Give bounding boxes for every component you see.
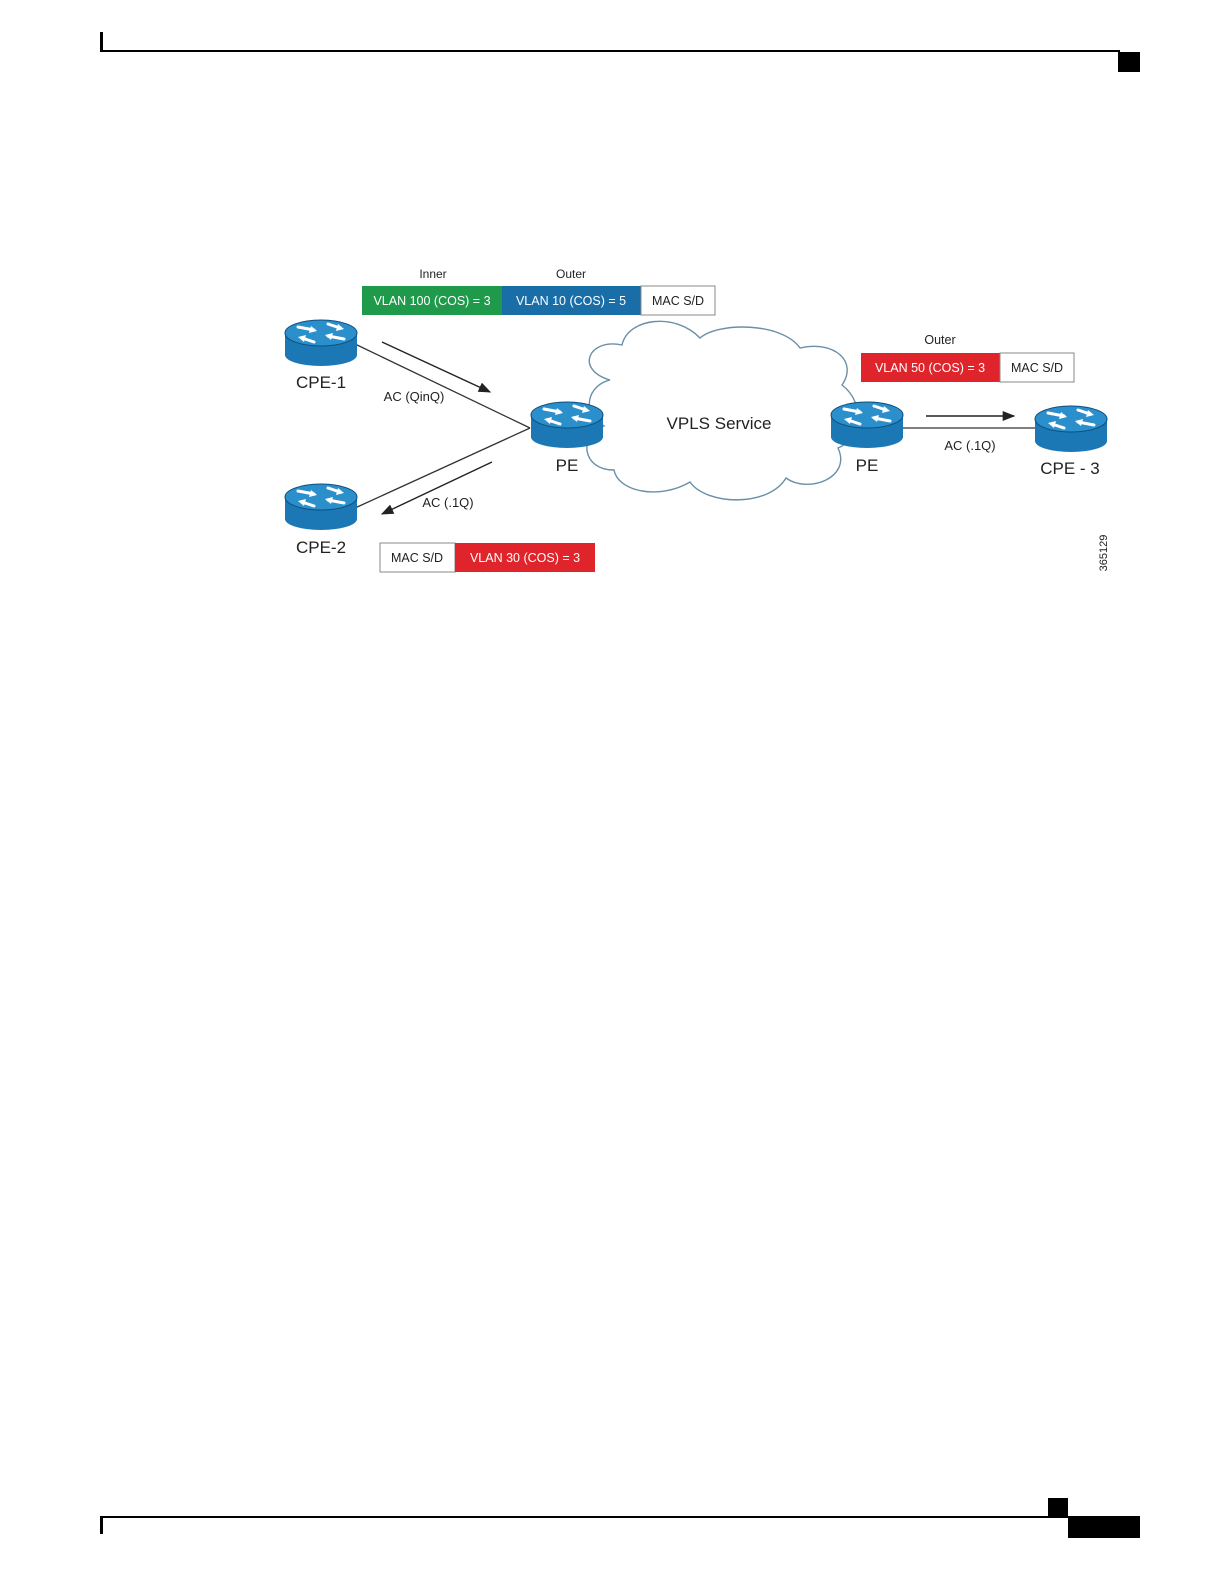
frame-bottom-vlan-text: VLAN 30 (COS) = 3 <box>470 551 580 565</box>
outer-right-label: Outer <box>924 333 955 347</box>
cpe3-label: CPE - 3 <box>1040 459 1100 478</box>
cpe1-router-icon <box>285 320 357 366</box>
outer-top-label: Outer <box>556 267 586 281</box>
link-cpe1-pe <box>355 344 530 428</box>
pe-right-router-icon <box>831 402 903 448</box>
pe-left-router-icon <box>531 402 603 448</box>
ac-1q-left-label: AC (.1Q) <box>422 495 473 510</box>
cpe2-router-icon <box>285 484 357 530</box>
frame-right-vlan-text: VLAN 50 (COS) = 3 <box>875 361 985 375</box>
frame-top-outer-vlan-text: VLAN 10 (COS) = 5 <box>516 294 626 308</box>
cpe1-label: CPE-1 <box>296 373 346 392</box>
frame-top-mac-text: MAC S/D <box>652 294 704 308</box>
pe-right-label: PE <box>856 456 879 475</box>
ac-qinq-label: AC (QinQ) <box>384 389 445 404</box>
inner-label: Inner <box>419 267 446 281</box>
figure-id: 365129 <box>1098 535 1110 572</box>
cpe2-label: CPE-2 <box>296 538 346 557</box>
pe-left-label: PE <box>556 456 579 475</box>
frame-top-inner-vlan-text: VLAN 100 (COS) = 3 <box>373 294 490 308</box>
ac-1q-right-label: AC (.1Q) <box>944 438 995 453</box>
frame-right-mac-text: MAC S/D <box>1011 361 1063 375</box>
cpe3-router-icon <box>1035 406 1107 452</box>
arrow-qinq <box>382 342 490 392</box>
vpls-cloud <box>587 321 858 500</box>
frame-bottom-mac-text: MAC S/D <box>391 551 443 565</box>
cloud-label: VPLS Service <box>667 414 772 433</box>
